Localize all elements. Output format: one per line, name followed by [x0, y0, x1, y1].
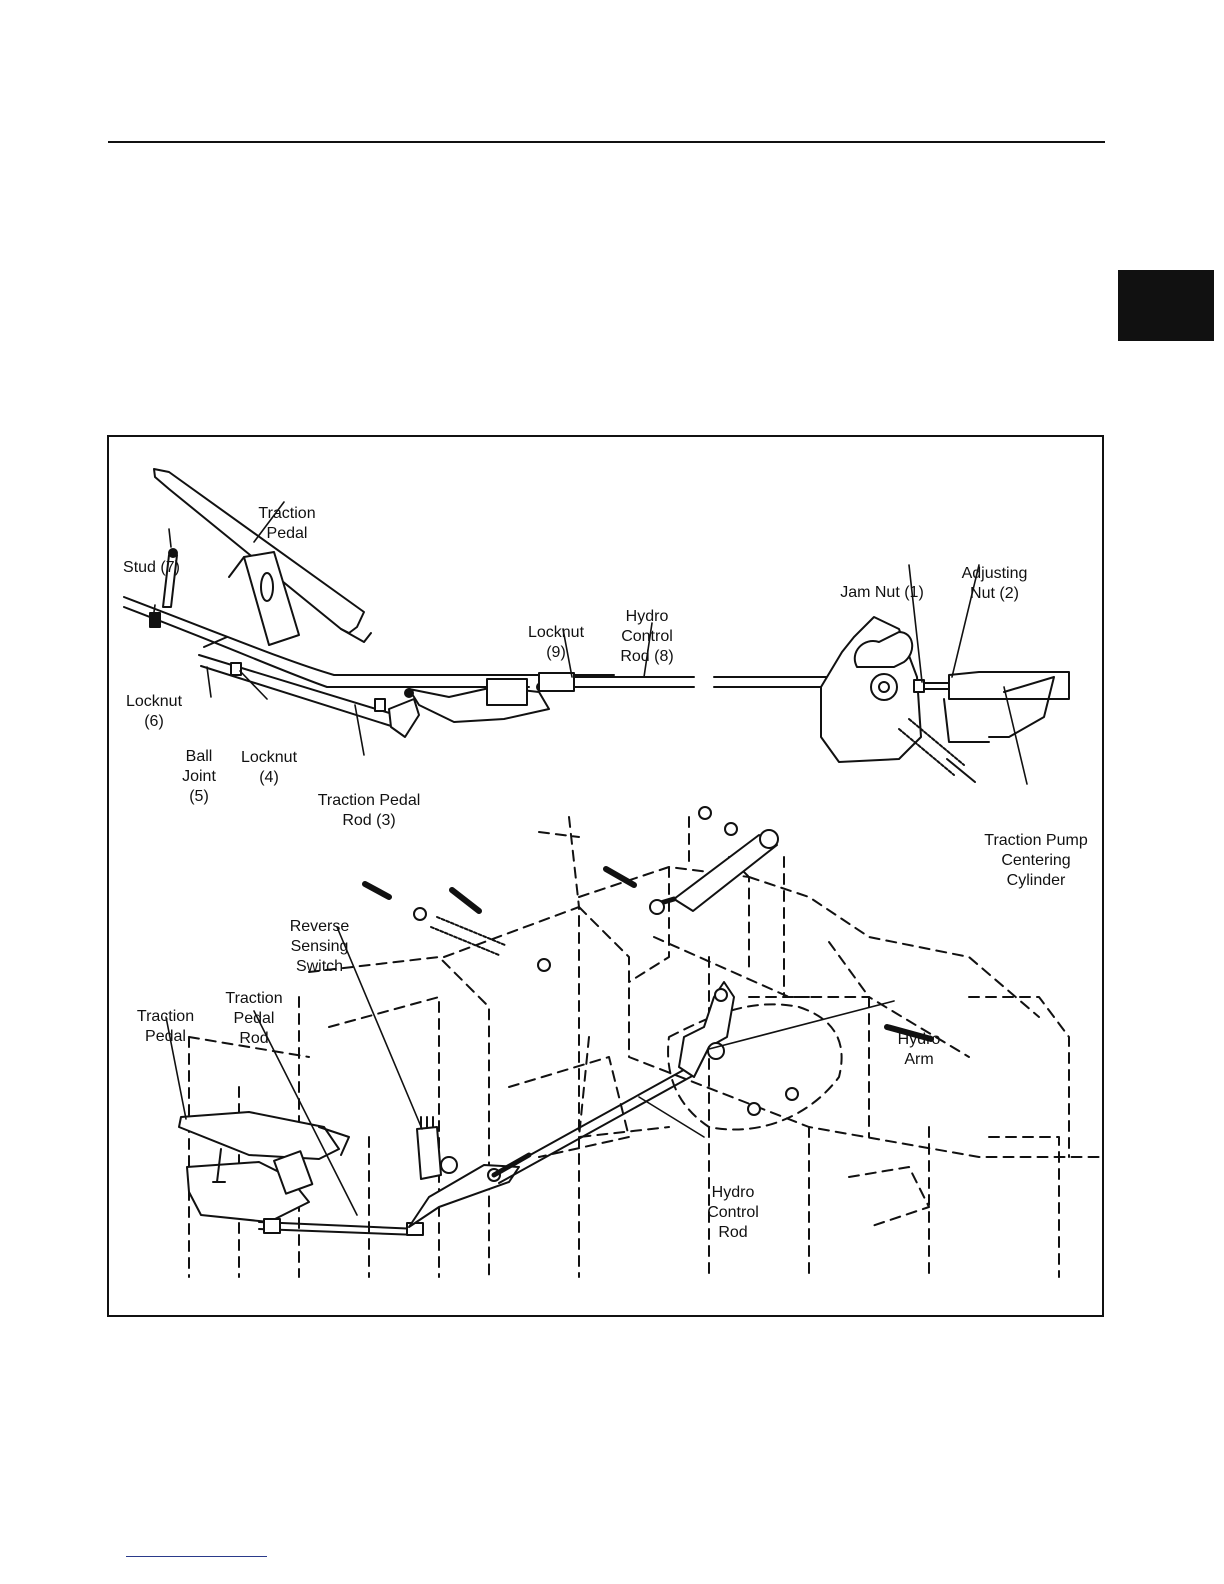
- bolt-1: [362, 881, 392, 900]
- hydro-mount-outline: [667, 1003, 843, 1131]
- bolt-4: [884, 1024, 934, 1042]
- section-tab-marker: [1118, 270, 1214, 341]
- footer-rule: [126, 1556, 267, 1557]
- spring-assembly: [430, 916, 506, 956]
- hydro-control-rod-lower: [493, 1066, 695, 1184]
- header-rule: [108, 141, 1105, 143]
- traction-pump-spring: [898, 718, 965, 776]
- reverse-sensing-switch-lower: [416, 1126, 442, 1180]
- leader-lines: [152, 501, 1028, 1216]
- traction-pedal-lower: [178, 1111, 340, 1160]
- label-locknut-9: Locknut(9): [527, 624, 585, 661]
- centering-cylinder-upper: [948, 671, 1070, 700]
- centering-cylinder-lower: [673, 834, 778, 912]
- lower-isometric-view: [178, 806, 1102, 1278]
- label-jam-nut: Jam Nut (1): [840, 584, 924, 601]
- label-locknut-6: Locknut(6): [125, 693, 183, 730]
- jam-nut-upper: [913, 679, 925, 693]
- bolt-2: [449, 887, 482, 914]
- hydro-control-rod-upper: [573, 676, 695, 688]
- pedal-mount-bracket: [273, 1150, 314, 1195]
- label-locknut-4: Locknut(4): [240, 749, 298, 786]
- pump-cam: [853, 631, 914, 668]
- frame-rail: [123, 596, 615, 676]
- traction-pedal-rod-lower: [258, 1221, 420, 1236]
- linkage-drawing: [123, 468, 1102, 1278]
- hydro-arm-lower: [678, 981, 735, 1078]
- bolt-3: [603, 866, 637, 888]
- upper-side-view: [123, 468, 1070, 783]
- label-stud: Stud (7): [123, 559, 180, 576]
